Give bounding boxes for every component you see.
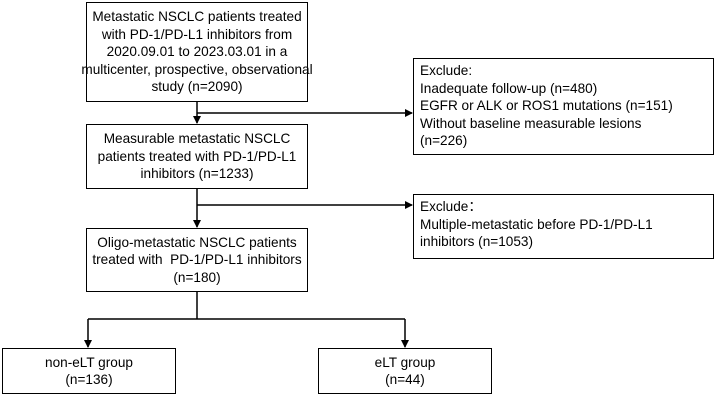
- box-text-line: Metastatic NSCLC patients treated: [92, 9, 302, 25]
- box-non-elt-group: non-eLT group (n=136): [2, 348, 176, 394]
- box-exclude-1: Exclude: Inadequate follow-up (n=480) EG…: [413, 58, 714, 155]
- box-text-line: (n=180): [173, 269, 221, 285]
- box-text-line: Multiple-metastatic before PD-1/PD-L1: [420, 216, 653, 232]
- box-text-line: study (n=2090): [151, 79, 243, 95]
- box-text-line: Measurable metastatic NSCLC: [103, 131, 291, 147]
- box-elt-group: eLT group (n=44): [318, 348, 492, 394]
- box-text-line: Exclude:: [420, 63, 473, 78]
- box-text-line: Without baseline measurable lesions: [420, 115, 642, 131]
- box-text-line: inhibitors (n=1233): [140, 166, 254, 182]
- box-text-line: eLT group: [374, 354, 436, 370]
- box-text-line: Exclude：: [420, 199, 482, 214]
- box-text-line: multicenter, prospective, observational: [81, 61, 313, 77]
- box-text-line: 2020.09.01 to 2023.03.01 in a: [106, 44, 288, 60]
- box-text-line: Oligo-metastatic NSCLC patients: [97, 234, 297, 250]
- box-text-line: non-eLT group: [45, 354, 133, 370]
- box-exclude-2: Exclude： Multiple-metastatic before PD-1…: [413, 194, 714, 259]
- box-metastatic-nsclc: Metastatic NSCLC patients treated with P…: [81, 2, 313, 102]
- box-text-line: patients treated with PD-1/PD-L1: [97, 148, 297, 164]
- box-oligo-metastatic: Oligo-metastatic NSCLC patients treated …: [86, 228, 308, 292]
- box-text-line: (n=136): [65, 372, 113, 387]
- box-text-line: inhibitors (n=1053): [420, 234, 533, 249]
- box-text-line: treated with PD-1/PD-L1 inhibitors: [92, 252, 302, 268]
- box-text-line: with PD-1/PD-L1 inhibitors from: [101, 26, 293, 42]
- box-measurable-nsclc: Measurable metastatic NSCLC patients tre…: [86, 124, 308, 189]
- box-text-line: (n=44): [385, 372, 425, 387]
- box-text-line: Inadequate follow-up (n=480): [420, 80, 598, 96]
- box-text-line: (n=226): [420, 133, 468, 148]
- box-text-line: EGFR or ALK or ROS1 mutations (n=151): [420, 98, 673, 113]
